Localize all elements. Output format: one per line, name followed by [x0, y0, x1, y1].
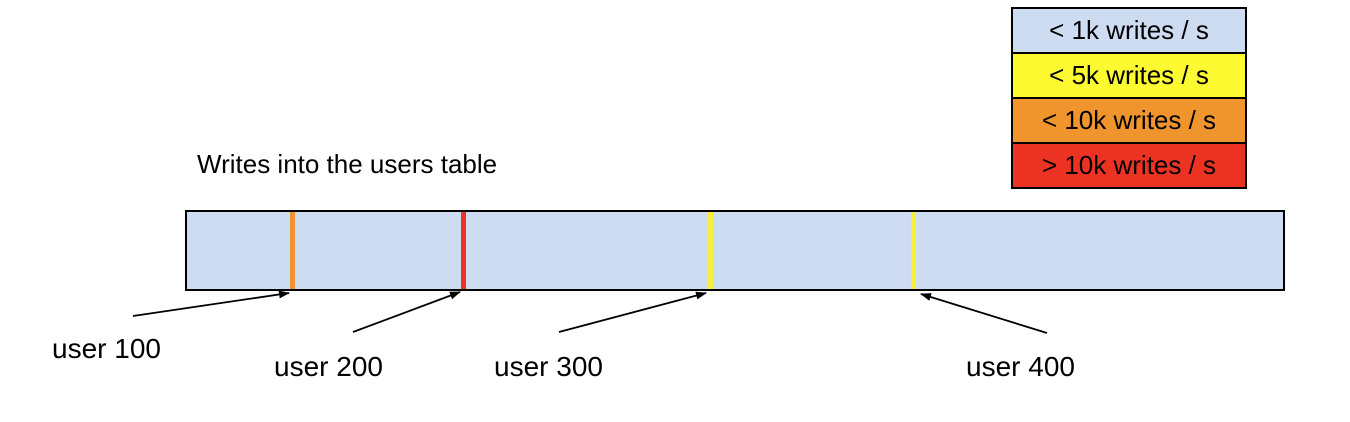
arrow-user-300 — [558, 291, 707, 333]
legend-item-lt-1k: < 1k writes / s — [1011, 7, 1247, 54]
diagram-title: Writes into the users table — [197, 149, 498, 179]
write-hotspot-user-400 — [911, 212, 916, 289]
write-hotspot-user-100 — [290, 212, 295, 289]
legend-item-lt-10k: < 10k writes / s — [1011, 97, 1247, 144]
arrow-user-200 — [352, 291, 461, 333]
legend-item-label: < 5k writes / s — [1049, 60, 1209, 90]
label-user-400: user 400 — [966, 351, 1075, 382]
label-user-100: user 100 — [52, 333, 161, 364]
legend-item-label: > 10k writes / s — [1041, 150, 1217, 180]
legend-item-label: < 1k writes / s — [1049, 15, 1209, 45]
write-hotspot-user-200 — [461, 212, 466, 289]
users-table-bar — [185, 210, 1285, 291]
label-user-300: user 300 — [494, 351, 603, 382]
write-hotspot-user-300 — [708, 212, 713, 289]
legend-item-lt-5k: < 5k writes / s — [1011, 52, 1247, 99]
arrow-user-100 — [132, 290, 290, 317]
legend-item-label: < 10k writes / s — [1041, 105, 1217, 135]
legend: < 1k writes / s < 5k writes / s < 10k wr… — [1011, 7, 1247, 189]
label-user-200: user 200 — [274, 351, 383, 382]
arrow-user-400 — [920, 293, 1048, 334]
legend-item-gt-10k: > 10k writes / s — [1011, 142, 1247, 189]
